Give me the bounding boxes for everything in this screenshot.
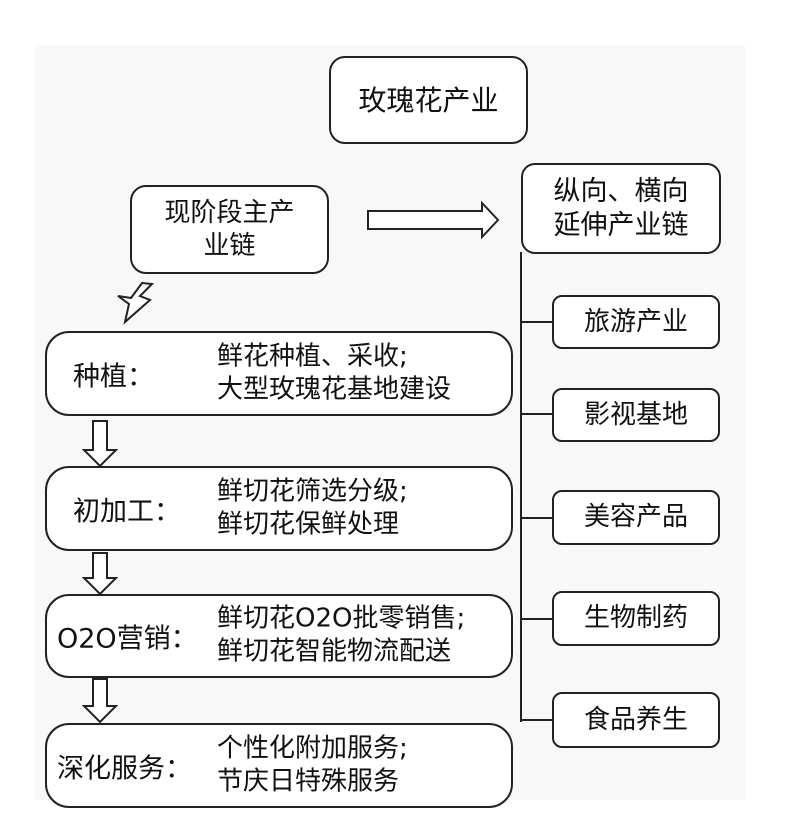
side-item-label: 美容产品: [583, 502, 688, 533]
side-item-film-base: 影视基地: [552, 388, 720, 442]
stage-label: 种植：: [73, 361, 154, 392]
stage-initial-processing: 初加工： 鲜切花筛选分级; 鲜切花保鲜处理: [45, 466, 513, 551]
stage-label: 深化服务：: [57, 753, 192, 784]
current-chain-line-2: 业链: [203, 230, 256, 261]
side-item-pharma: 生物制药: [552, 591, 720, 646]
current-chain-line-1: 现阶段主产: [164, 198, 295, 228]
extension-line-2: 延伸产业链: [553, 209, 689, 241]
stage-detail-line: 鲜切花智能物流配送: [217, 637, 452, 667]
stage-planting: 种植： 鲜花种植、采收; 大型玫瑰花基地建设: [45, 331, 513, 416]
right-arrow: [367, 200, 500, 240]
extension-line-1: 纵向、横向: [553, 175, 689, 207]
down-arrow-2: [81, 552, 119, 596]
down-arrow-3: [81, 678, 119, 724]
stage-label: 初加工：: [73, 496, 181, 527]
stage-detail-line: 鲜切花保鲜处理: [217, 509, 400, 540]
stage-o2o-marketing: O2O营销： 鲜切花O2O批零销售; 鲜切花智能物流配送: [45, 594, 513, 678]
side-item-label: 生物制药: [583, 603, 688, 634]
stage-detail-line: 鲜切花筛选分级;: [217, 476, 408, 507]
industry-title-box: 玫瑰花产业: [329, 56, 528, 144]
side-item-label: 旅游产业: [583, 306, 688, 337]
down-arrow-1: [81, 420, 119, 468]
stage-detail-line: 鲜切花O2O批零销售;: [217, 603, 466, 634]
stage-detail-line: 节庆日特殊服务: [217, 766, 400, 797]
industry-title: 玫瑰花产业: [358, 83, 499, 117]
diagonal-arrow: [117, 281, 155, 325]
side-item-tourism: 旅游产业: [552, 295, 720, 349]
extension-box: 纵向、横向 延伸产业链: [521, 163, 721, 254]
stage-detail-line: 鲜花种植、采收;: [217, 341, 408, 372]
current-chain-box: 现阶段主产 业链: [130, 185, 329, 274]
side-item-label: 食品养生: [583, 704, 688, 735]
stage-detail-line: 大型玫瑰花基地建设: [217, 374, 452, 405]
stage-detail-line: 个性化附加服务;: [217, 733, 408, 764]
side-item-beauty: 美容产品: [552, 490, 720, 545]
side-item-label: 影视基地: [583, 399, 688, 430]
stage-label: O2O营销：: [57, 623, 198, 655]
stage-deep-service: 深化服务： 个性化附加服务; 节庆日特殊服务: [45, 723, 513, 808]
side-item-food: 食品养生: [552, 692, 720, 748]
